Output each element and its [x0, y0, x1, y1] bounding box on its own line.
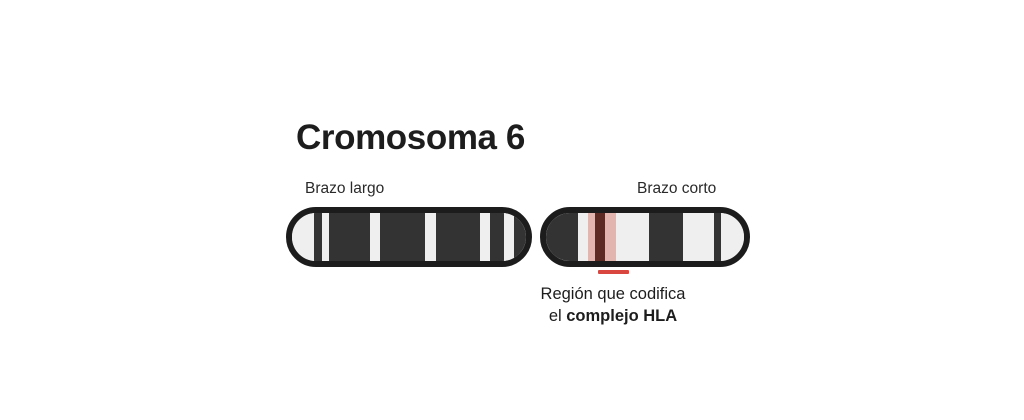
page-title: Cromosoma 6	[296, 118, 525, 157]
short-arm-band-3-maroon	[595, 213, 605, 261]
long-arm-band-10-light	[504, 213, 514, 261]
caption-line-2: el complejo HLA	[463, 305, 763, 327]
long-arm-band-11-dark	[514, 213, 526, 261]
long-arm-band-6-light	[425, 213, 436, 261]
caption-line-2-prefix: el	[548, 307, 567, 325]
long-arm-band-4-light	[370, 213, 380, 261]
chromosome-ideogram	[286, 207, 750, 267]
long-arm-body	[286, 207, 532, 267]
short-arm-band-7-dark	[714, 213, 721, 261]
long-arm-band-9-dark	[490, 213, 504, 261]
long-arm-band-8-light	[480, 213, 490, 261]
long-arm-band-7-dark	[436, 213, 480, 261]
short-arm-body	[540, 207, 750, 267]
long-arm-band-0-light	[292, 213, 314, 261]
long-arm-band-2-light	[322, 213, 329, 261]
long-arm-band-1-dark	[314, 213, 322, 261]
short-arm-label: Brazo corto	[637, 180, 717, 197]
caption-line-2-bold: complejo HLA	[566, 307, 678, 325]
short-arm-band-4-light	[616, 213, 649, 261]
caption-line-1: Región que codifica	[540, 285, 686, 303]
long-arm-band-3-dark	[329, 213, 370, 261]
long-arm-band-group	[292, 213, 526, 261]
hla-region-marker	[598, 270, 629, 274]
long-arm-label: Brazo largo	[305, 180, 385, 197]
short-arm-band-5-dark	[649, 213, 683, 261]
long-arm-band-5-dark	[380, 213, 425, 261]
short-arm-band-1-light	[578, 213, 588, 261]
short-arm-band-6-light	[683, 213, 714, 261]
short-arm-band-8-light	[721, 213, 744, 261]
short-arm-band-0-dark	[546, 213, 578, 261]
short-arm-band-group	[546, 213, 744, 261]
hla-caption: Región que codifica el complejo HLA	[463, 283, 763, 327]
